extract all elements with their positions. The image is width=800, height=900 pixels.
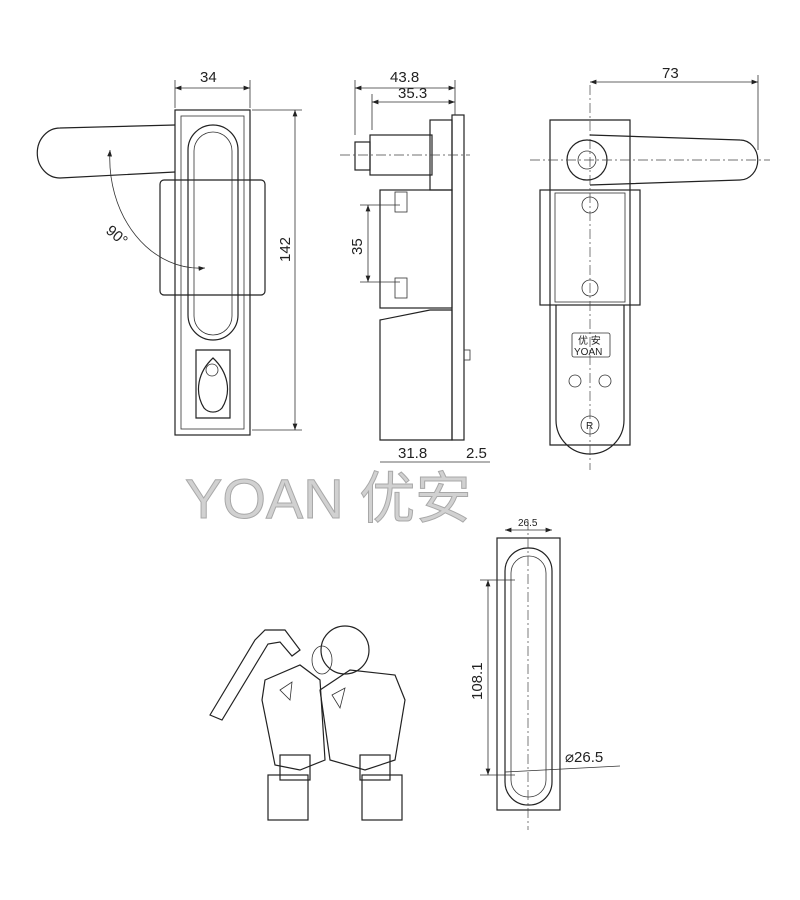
label-cn: 优 安 (578, 334, 601, 347)
handle (36, 124, 176, 179)
dim-plate: 2.5 (466, 445, 487, 462)
angle-label: 90° (102, 222, 130, 250)
watermark: YOAN 优安 (185, 467, 471, 530)
rear-view: 优 安 YOAN R 73 (530, 65, 770, 470)
dim-height: 142 (277, 237, 294, 262)
front-view: 90° 34 142 (36, 69, 302, 436)
dim-diameter: ⌀26.5 (565, 749, 603, 766)
dim-depth-inner: 35.3 (398, 85, 427, 102)
dim-depth-total: 43.8 (390, 69, 419, 86)
keys-illustration (209, 625, 406, 821)
key-cylinder (197, 357, 229, 413)
registered-mark: R (586, 421, 593, 432)
dim-screw-spacing: 35 (349, 238, 366, 255)
dim-body-depth: 31.8 (398, 445, 427, 462)
dim-bottom-width: 26.5 (518, 518, 538, 529)
bottom-view: 26.5 108.1 ⌀26.5 (469, 518, 621, 830)
label-en: YOAN (574, 347, 602, 358)
dim-handle-length: 73 (662, 65, 679, 82)
dim-width: 34 (200, 69, 217, 86)
dim-bottom-length: 108.1 (469, 662, 486, 700)
side-view: 43.8 35.3 35 31.8 2.5 (340, 69, 490, 463)
